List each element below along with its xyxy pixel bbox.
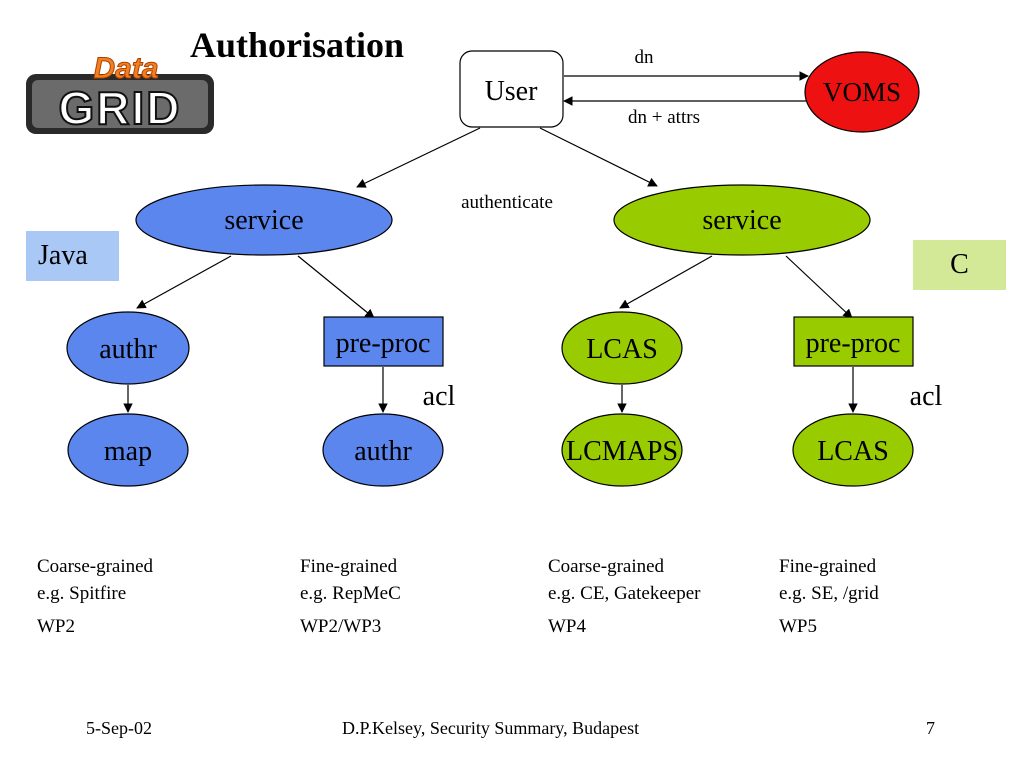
note-3: Coarse-grained e.g. CE, Gatekeeper WP4 [548,553,700,640]
java-preproc-box [323,316,444,367]
note-4: Fine-grained e.g. SE, /grid WP5 [779,553,879,640]
datagrid-logo: GRID Data [26,52,214,135]
arrow-dn-attrs-label: dn + attrs [628,107,700,128]
user-label: User [485,76,539,107]
service-java-node [135,184,393,256]
c-preproc-box [793,316,914,367]
c-lcmaps-label: LCMAPS [566,436,678,467]
note-2: Fine-grained e.g. RepMeC WP2/WP3 [300,553,401,640]
c-preproc-label: pre-proc [806,328,901,359]
note-2-wp: WP2/WP3 [300,616,382,637]
java-authr2-node [322,413,444,487]
c-lcas-node [561,311,683,385]
arrow-user-service-java [356,127,481,188]
note-1: Coarse-grained e.g. Spitfire WP2 [37,553,153,640]
c-lcas2-node [792,413,914,487]
service-c-label: service [702,205,781,236]
service-c-node [613,184,871,256]
arrow-dn-label: dn [635,47,655,68]
slide-title: Authorisation [190,25,405,65]
note-1-wp: WP2 [37,616,75,637]
c-acl-label: acl [910,381,943,412]
arrow-c-preproc [785,255,853,319]
service-java-label: service [224,205,303,236]
java-acl-label: acl [423,381,456,412]
note-2-line1: Fine-grained [300,556,398,577]
java-map-label: map [104,436,152,467]
voms-label: VOMS [823,77,901,107]
note-1-line1: Coarse-grained [37,556,154,577]
footer-center-text: D.P.Kelsey, Security Summary, Budapest [342,718,640,738]
java-preproc-label: pre-proc [336,328,431,359]
note-2-line2: e.g. RepMeC [300,583,401,604]
c-tag: C [913,240,1006,290]
note-4-line2: e.g. SE, /grid [779,583,879,604]
arrow-c-lcas [619,255,713,309]
c-lcas-label: LCAS [586,334,658,365]
java-authr2-label: authr [354,436,412,467]
note-4-line1: Fine-grained [779,556,877,577]
note-1-line2: e.g. Spitfire [37,583,127,604]
note-4-wp: WP5 [779,616,817,637]
java-authr-node [66,311,190,385]
java-authr-label: authr [99,334,157,365]
authenticate-label: authenticate [461,192,553,213]
arrow-java-authr [136,255,232,309]
note-3-line1: Coarse-grained [548,556,665,577]
java-tag: Java [26,231,119,281]
note-3-wp: WP4 [548,616,586,637]
c-lcmaps-node [561,413,683,487]
c-lcas2-label: LCAS [817,436,889,467]
user-box [459,50,564,128]
note-3-line2: e.g. CE, Gatekeeper [548,583,701,604]
voms-node [804,51,920,133]
footer-date: 5-Sep-02 [86,718,152,738]
arrow-java-preproc [297,255,375,319]
footer-page-number: 7 [926,718,935,738]
arrow-user-service-c [539,127,658,187]
logo-text-bottom: GRID [59,82,182,134]
java-map-node [67,413,189,487]
logo-text-top: Data [93,52,158,85]
